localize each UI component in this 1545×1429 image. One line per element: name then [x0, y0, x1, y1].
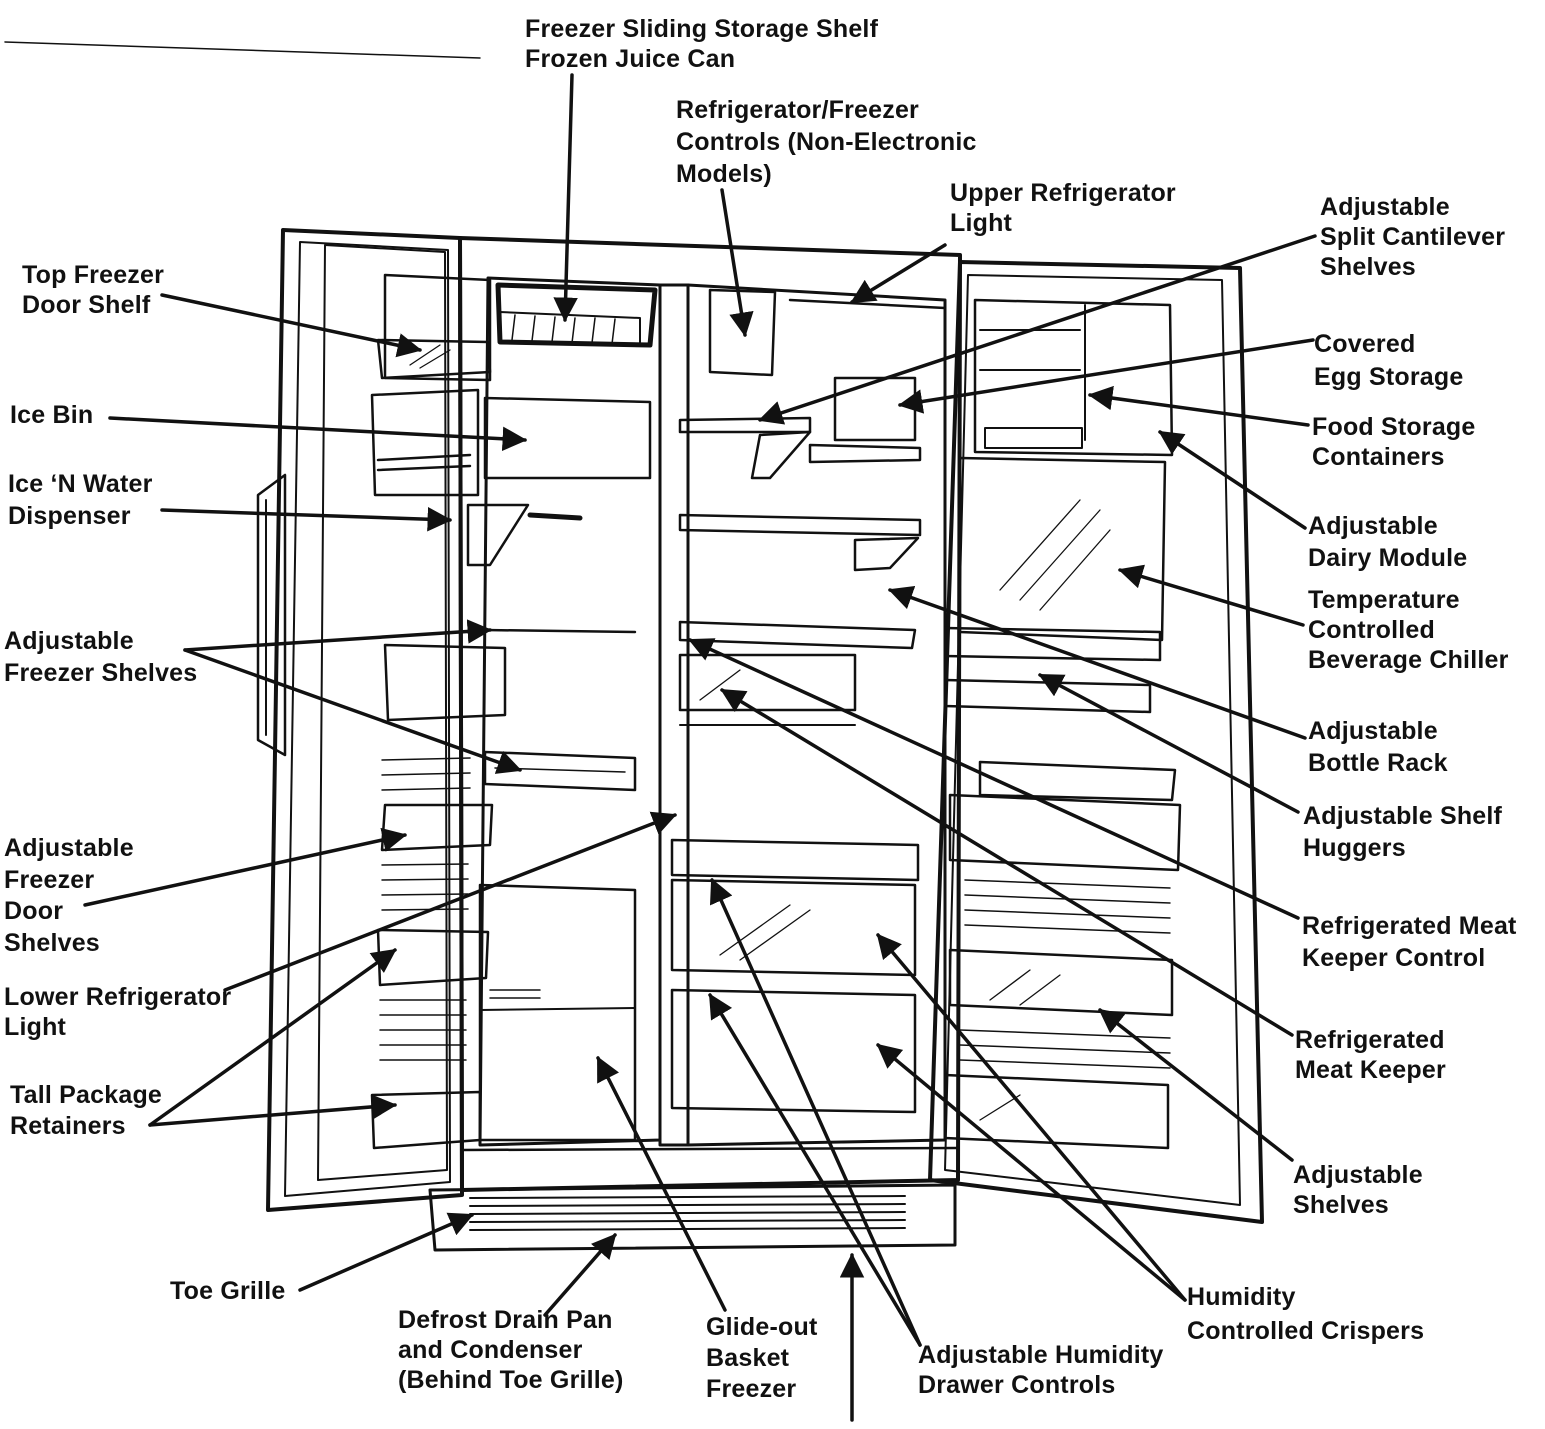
label-fridge-freezer-controls: Refrigerator/Freezer Controls (Non-Elect… — [676, 94, 977, 190]
label-beverage-chiller: Temperature Controlled Beverage Chiller — [1308, 585, 1509, 675]
label-bottle-rack: Adjustable Bottle Rack — [1308, 715, 1448, 779]
freezer-compartment — [468, 278, 660, 1145]
cabinet — [430, 238, 960, 1250]
arrow-adjustable-shelves — [1100, 1010, 1292, 1160]
label-defrost-drain: Defrost Drain Pan and Condenser (Behind … — [398, 1305, 624, 1395]
label-toe-grille: Toe Grille — [170, 1276, 285, 1306]
glass-reflections — [410, 345, 1110, 1120]
scan-rule — [5, 42, 480, 58]
label-freezer-door-shelves: Adjustable Freezer Door Shelves — [4, 833, 134, 959]
label-covered-egg: Covered Egg Storage — [1314, 328, 1463, 394]
arrow-controls — [722, 190, 745, 335]
freezer-door-ribs — [380, 758, 470, 1060]
arrow-ice-bin — [110, 418, 525, 440]
arrow-tall-package-2 — [150, 1105, 395, 1125]
arrow-egg-storage — [900, 340, 1313, 405]
label-meat-keeper-control: Refrigerated Meat Keeper Control — [1302, 910, 1517, 974]
label-shelf-huggers: Adjustable Shelf Huggers — [1303, 800, 1502, 864]
arrow-meat-keeper — [722, 690, 1292, 1035]
center-mullion — [660, 285, 688, 1145]
arrow-toe-grille — [300, 1215, 472, 1290]
arrow-bottle-rack — [890, 590, 1305, 738]
arrow-food-storage-1 — [1090, 395, 1308, 425]
refrigerator-door — [930, 262, 1262, 1222]
label-glide-out-basket: Glide-out Basket Freezer — [706, 1312, 818, 1405]
arrow-humidity-control-2 — [710, 995, 920, 1345]
label-adjustable-shelves: Adjustable Shelves — [1293, 1160, 1423, 1220]
label-lower-fridge-light: Lower Refrigerator Light — [4, 982, 231, 1042]
label-tall-package: Tall Package Retainers — [10, 1080, 162, 1142]
arrow-defrost-drain — [545, 1235, 615, 1315]
label-dairy-module: Adjustable Dairy Module — [1308, 510, 1467, 574]
label-split-cantilever: Adjustable Split Cantilever Shelves — [1320, 192, 1505, 282]
arrow-ice-water — [162, 510, 450, 520]
label-humidity-crispers: Humidity Controlled Crispers — [1187, 1280, 1424, 1348]
label-upper-fridge-light: Upper Refrigerator Light — [950, 178, 1176, 238]
label-meat-keeper: Refrigerated Meat Keeper — [1295, 1025, 1446, 1085]
label-freezer-sliding-shelf: Freezer Sliding Storage Shelf Frozen Jui… — [525, 14, 878, 74]
arrow-dairy-module — [1160, 432, 1305, 528]
label-humidity-drawer-controls: Adjustable Humidity Drawer Controls — [918, 1340, 1164, 1400]
arrow-freezer-shelf-2 — [185, 650, 520, 770]
label-food-storage: Food Storage Containers — [1312, 412, 1476, 472]
label-ice-bin: Ice Bin — [10, 400, 93, 430]
arrow-beverage-chiller — [1120, 570, 1303, 625]
refrigerator-compartment — [672, 285, 945, 1145]
arrow-top-door-shelf — [162, 295, 420, 350]
freezer-door — [258, 230, 462, 1210]
label-top-freezer-door-shelf: Top Freezer Door Shelf — [22, 260, 164, 320]
arrow-shelf-huggers — [1040, 675, 1298, 812]
label-freezer-shelves: Adjustable Freezer Shelves — [4, 625, 197, 689]
arrow-sliding-shelf — [565, 75, 572, 320]
label-ice-water-dispenser: Ice ‘N Water Dispenser — [8, 468, 153, 532]
